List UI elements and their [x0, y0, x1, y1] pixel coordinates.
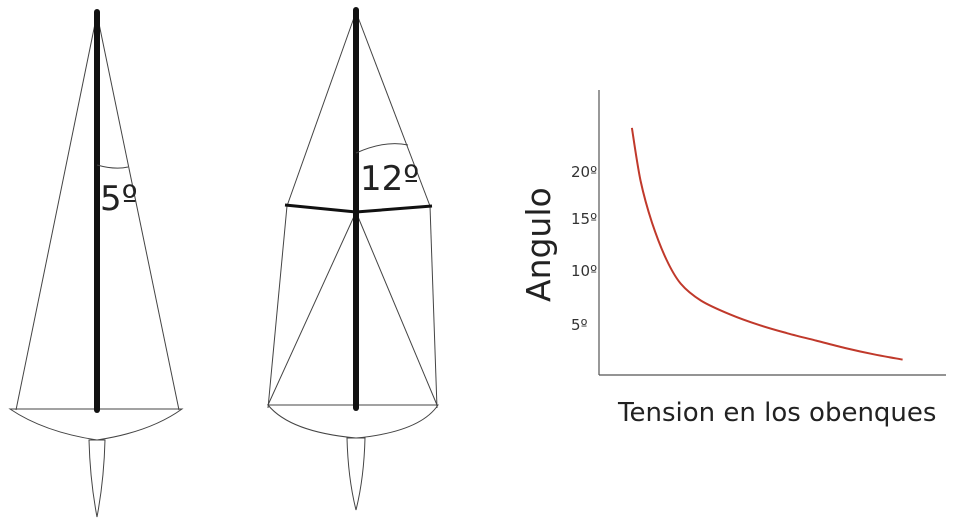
- y-tick-10: 10º: [571, 262, 597, 280]
- left-angle-label: 5º: [100, 179, 138, 219]
- y-axis-title: Angulo: [519, 187, 558, 302]
- middle-angle-label: 12º: [360, 159, 419, 199]
- middle-hull: [266, 404, 439, 439]
- left-keel: [88, 439, 106, 518]
- middle-lower-shroud-right: [429, 205, 438, 409]
- left-shroud-left: [15, 13, 98, 411]
- left-angle-arc: [96, 164, 129, 169]
- middle-spreaders: [284, 203, 433, 214]
- middle-angle-arc: [355, 143, 409, 154]
- left-hull: [8, 408, 184, 441]
- middle-upper-shroud-right: [355, 11, 431, 207]
- middle-lower-shroud-left: [267, 205, 288, 409]
- angle-vs-tension-chart: 20º 15º 10º 5º Angulo Tension en los obe…: [519, 90, 946, 428]
- middle-upper-shroud-left: [286, 11, 357, 207]
- y-tick-5: 5º: [571, 316, 588, 334]
- middle-diagonal-right: [355, 211, 438, 406]
- angle-curve-line: [630, 127, 903, 361]
- middle-diagonal-left: [267, 211, 357, 406]
- middle-keel: [346, 437, 366, 511]
- y-tick-20: 20º: [571, 163, 597, 181]
- left-shroud-right: [96, 13, 180, 411]
- x-axis-title: Tension en los obenques: [617, 398, 936, 428]
- y-tick-15: 15º: [571, 210, 597, 228]
- boat-left: 5º: [8, 9, 184, 518]
- boat-middle: 12º: [266, 7, 439, 511]
